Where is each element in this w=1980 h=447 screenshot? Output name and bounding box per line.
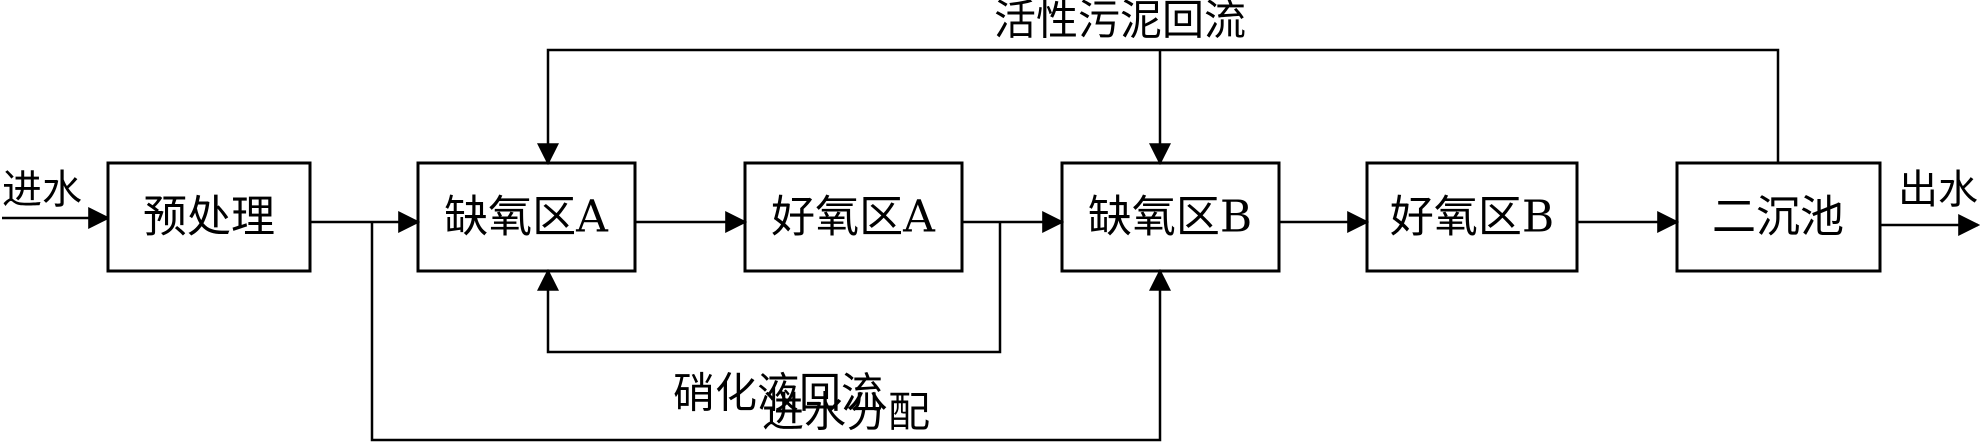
pretreatment-box: 预处理 xyxy=(106,161,312,273)
influent-distribution-line xyxy=(370,222,1171,442)
aerobic-b-label: 好氧区B xyxy=(1390,192,1554,243)
secondary-clarifier-box: 二沉池 xyxy=(1675,161,1882,273)
nitrate-return-label: 硝化液回流 xyxy=(673,369,883,418)
anoxic-a-label: 缺氧区A xyxy=(444,192,609,243)
outlet-label: 出水 xyxy=(1898,167,1978,213)
influent-distribution-label: 进水分配 xyxy=(762,388,930,437)
anoxic-b-label: 缺氧区B xyxy=(1088,192,1252,243)
secondary-clarifier-label: 二沉池 xyxy=(1712,192,1844,243)
anoxic-b-box: 缺氧区B xyxy=(1060,161,1281,273)
aerobic-b-box: 好氧区B xyxy=(1365,161,1579,273)
aerobic-a-label: 好氧区A xyxy=(771,192,936,243)
inlet-label: 进水 xyxy=(2,167,82,213)
sludge-return-label: 活性污泥回流 xyxy=(994,0,1246,45)
nitrate-return-line xyxy=(537,222,1002,354)
pretreatment-label: 预处理 xyxy=(143,192,275,243)
anoxic-a-box: 缺氧区A xyxy=(416,161,637,273)
sludge-return-line xyxy=(537,48,1780,166)
aerobic-a-box: 好氧区A xyxy=(743,161,964,273)
